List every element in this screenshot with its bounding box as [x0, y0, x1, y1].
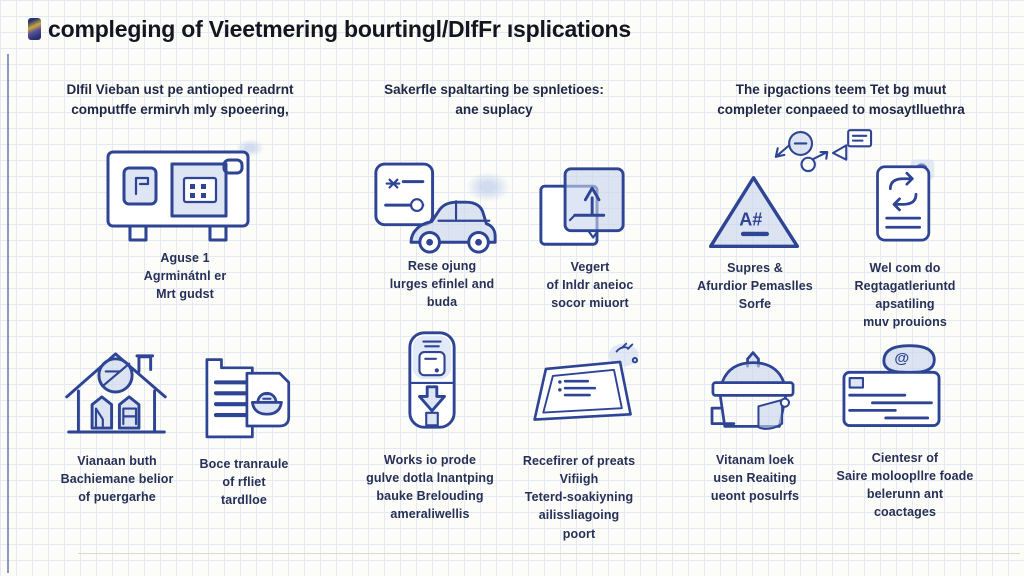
chat-at-sign: @ [894, 350, 909, 367]
caption-letter: Cientesr of Saire moloopllre foade beler… [836, 451, 974, 520]
caption-pot: Vitanam loek usen Reaiting ueont posulrf… [710, 453, 800, 504]
caption-windows: Vegert of Inldr aneioc socor miuort [546, 260, 634, 311]
document-refresh-icon [872, 158, 938, 248]
caption-phone: Works io prode gulve dotla lnantping bau… [366, 453, 494, 522]
caption-tablet: Recefirer of preats Vifiigh Teterd-soaki… [522, 454, 636, 541]
left-margin-rule [7, 54, 9, 573]
overlapping-windows-arrow-icon [536, 163, 628, 252]
phone-download-icon [404, 329, 460, 433]
caption-triangle: Supres & Afurdior Pemaslles Sorfe [697, 261, 813, 312]
caption-documents: Boce tranraule of rfliet tardlloe [199, 457, 289, 508]
column-1-header: DIfil Vieban ust pe antioped readrnt com… [66, 82, 294, 118]
paper-smudge [466, 172, 510, 202]
triangle-label: A# [739, 209, 762, 229]
title-row: compleging of Vieetmering bourtingl/DIfF… [28, 11, 631, 47]
caption-machine: Aguse 1 Agrminátnl er Mrt gudst [143, 251, 227, 302]
caption-refresh-doc: Wel com do Regtagatleriuntd apsatiling m… [854, 261, 956, 330]
house-no-entry-icon [55, 342, 177, 440]
caption-car: Rese ojung lurges efinlel and buda [389, 259, 495, 310]
page-title: compleging of Vieetmering bourtingl/DIfF… [48, 15, 631, 42]
tablet-notes-sparkle-icon [524, 341, 642, 437]
bottom-rule [78, 553, 1020, 554]
column-3-header: The ipgactions teem Tet bg muut complete… [717, 82, 965, 118]
cooking-pot-icon [702, 348, 804, 441]
title-glyph-icon [28, 18, 41, 40]
washing-machine-icon [98, 138, 263, 243]
letter-chat-icon: @ [840, 340, 962, 437]
settings-card-car-icon [370, 158, 502, 261]
column-2-header: Sakerfle spaltarting be spnletioes: ane … [384, 82, 604, 118]
caption-house: Vianaan buth Bachiemane belior of puerga… [60, 454, 174, 505]
workflow-doodles-icon [772, 128, 873, 178]
document-lock-icon [196, 346, 296, 446]
warning-triangle-icon: A# [704, 170, 804, 256]
